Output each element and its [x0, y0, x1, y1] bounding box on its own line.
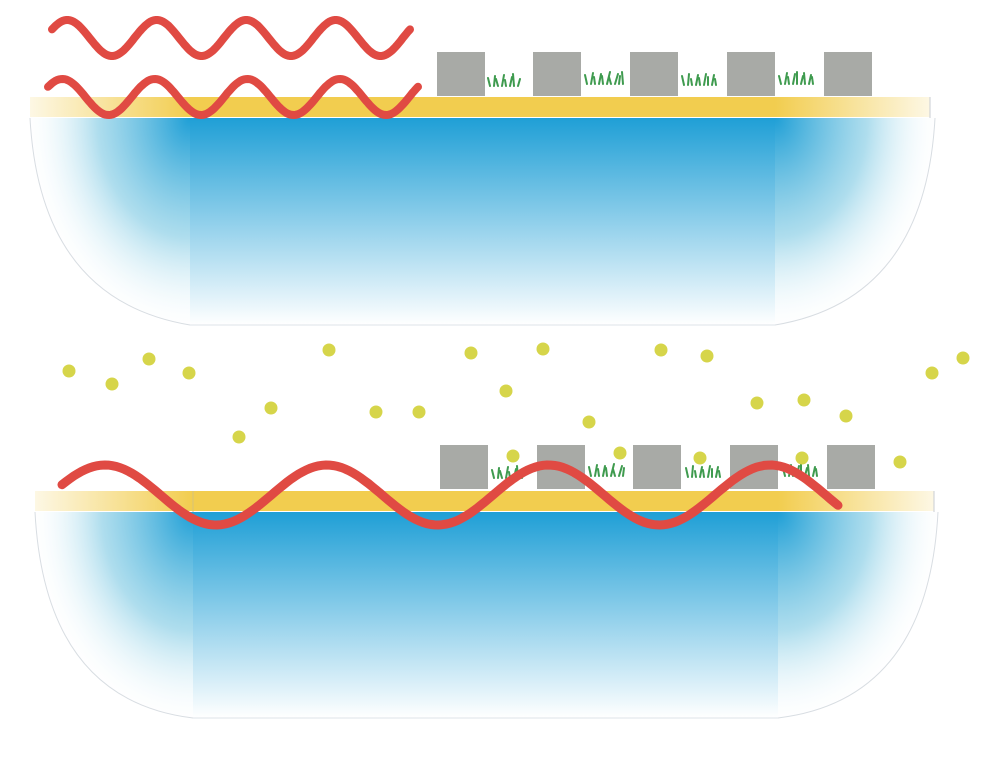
particle	[582, 415, 596, 429]
stripe-right	[778, 491, 934, 511]
particle	[499, 384, 513, 398]
grass-tuft	[681, 73, 717, 86]
particle	[536, 342, 550, 356]
bowl-left	[30, 118, 190, 325]
particle-cloud	[62, 342, 970, 444]
bowl-right	[778, 512, 938, 718]
particle	[142, 352, 156, 366]
grass-tuft	[685, 465, 721, 478]
particle	[464, 346, 478, 360]
surface-wave	[57, 460, 843, 530]
bowl-left-rim	[29, 117, 191, 326]
particle	[654, 343, 668, 357]
incoming-wave-upper	[48, 16, 414, 60]
particle	[62, 364, 76, 378]
grass-tuft	[584, 71, 624, 85]
block	[824, 52, 872, 96]
block	[533, 52, 581, 96]
grass-tuft	[487, 73, 521, 87]
bowl-right-rim	[777, 511, 939, 719]
particle	[956, 351, 970, 365]
bowl-left-rim	[34, 511, 194, 719]
particle	[839, 409, 853, 423]
bowl-left	[35, 512, 193, 718]
particle	[322, 343, 336, 357]
block	[437, 52, 485, 96]
block	[633, 445, 681, 489]
top-panel	[29, 16, 936, 326]
water-body	[190, 118, 775, 325]
block	[727, 52, 775, 96]
particle	[925, 366, 939, 380]
particle-cloud-front	[506, 446, 907, 469]
stripe-left	[35, 491, 193, 511]
incoming-wave-lower	[44, 74, 422, 120]
stripe-left	[30, 97, 190, 117]
particle	[506, 449, 520, 463]
grass-tuft	[588, 463, 625, 477]
block-row-top	[437, 52, 872, 96]
particle	[750, 396, 764, 410]
particle	[182, 366, 196, 380]
particle	[369, 405, 383, 419]
particle	[613, 446, 627, 460]
water-body	[193, 512, 778, 718]
particle	[693, 451, 707, 465]
block	[630, 52, 678, 96]
grass-tuft	[778, 71, 814, 85]
particle	[795, 451, 809, 465]
block	[440, 445, 488, 489]
particle	[412, 405, 426, 419]
bottom-panel	[34, 342, 970, 719]
particle	[797, 393, 811, 407]
particle	[232, 430, 246, 444]
bowl-right	[775, 118, 935, 325]
block	[827, 445, 875, 489]
bowl-right-rim	[774, 117, 936, 326]
particle	[700, 349, 714, 363]
stripe-right	[775, 97, 930, 117]
particle	[105, 377, 119, 391]
substrate-stripe	[190, 97, 775, 117]
particle	[893, 455, 907, 469]
grass-row-top	[487, 71, 814, 87]
particle	[264, 401, 278, 415]
